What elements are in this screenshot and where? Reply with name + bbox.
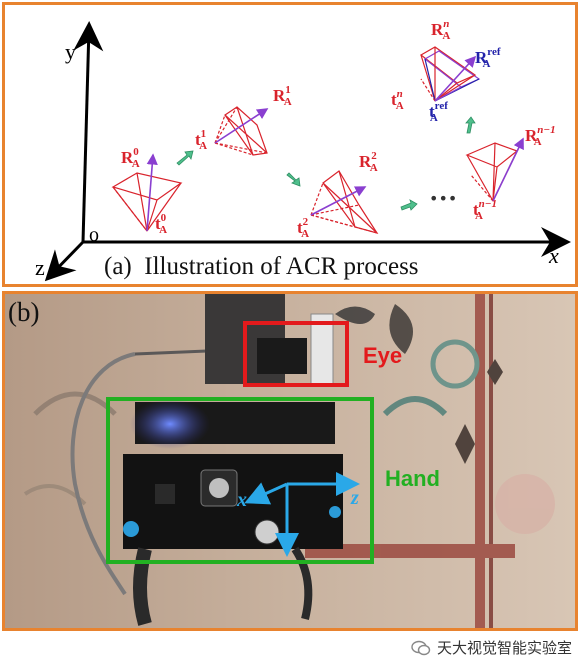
- eye-label: Eye: [363, 343, 402, 368]
- panel-a-diagram: y x z o: [2, 2, 578, 287]
- step-arrow-0-1: [176, 150, 194, 166]
- hand-box: [106, 397, 374, 564]
- z-axis-label: z: [35, 255, 45, 280]
- ellipsis: •••: [429, 189, 457, 208]
- y-axis-label: y: [65, 39, 76, 64]
- panel-b-photo: x z Eye Hand: [2, 291, 578, 631]
- hand-label: Hand: [385, 466, 440, 491]
- hand-lens-bottom: [254, 519, 280, 545]
- eye-box: [243, 321, 349, 387]
- blue-light: [130, 399, 210, 449]
- mural-decoration: [23, 294, 555, 628]
- eye-hand-setup-photo: x z Eye Hand: [5, 294, 575, 628]
- pose-2-pyramid: [310, 170, 379, 234]
- camera-x-axis: [244, 482, 288, 505]
- coordinate-axes: [44, 21, 571, 282]
- step-arrow-to-n: [465, 116, 476, 134]
- acr-process-diagram: y x z o: [35, 18, 571, 282]
- origin-label: o: [89, 224, 99, 246]
- y-axis: [73, 21, 104, 243]
- step-arrow-1-2: [286, 172, 301, 187]
- panel-a-label: (a): [104, 253, 132, 280]
- step-arrow-2-dots: [400, 199, 418, 211]
- watermark: 天大视觉智能实验室: [411, 637, 572, 658]
- panel-a-caption-text: Illustration of ACR process: [144, 253, 419, 280]
- watermark-text: 天大视觉智能实验室: [436, 639, 572, 657]
- eye-camera-body: [257, 338, 307, 374]
- pose-0-pyramid: [111, 153, 183, 232]
- pose-1-pyramid: [214, 106, 269, 156]
- cable: [70, 352, 136, 596]
- panel-a-caption: (a) Illustration of ACR process: [104, 253, 419, 281]
- x-axis-label: x: [548, 243, 559, 268]
- camera-x-label: x: [236, 489, 247, 511]
- z-axis: [44, 240, 85, 282]
- pose-n-pyramid: [419, 46, 481, 102]
- panel-b-label: (b): [8, 297, 40, 327]
- step-arrows: [176, 116, 476, 211]
- pose-n-minus-1-pyramid: [465, 137, 524, 202]
- wechat-icon: [411, 640, 431, 655]
- hand-camera-axes: [244, 472, 360, 557]
- camera-z-label: z: [350, 487, 359, 509]
